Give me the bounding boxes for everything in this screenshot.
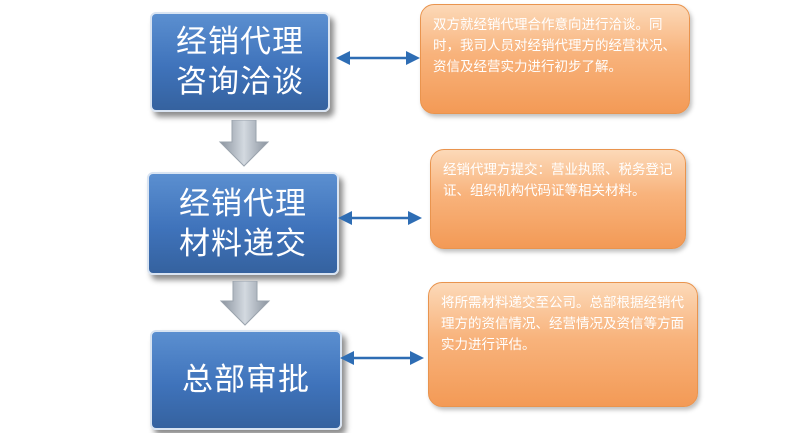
- double-arrow-icon: [336, 51, 420, 65]
- note-consultation: 双方就经销代理合作意向进行洽谈。同时，我司人员对经销代理方的经营状况、资信及经营…: [420, 4, 690, 114]
- step-1-line-2: 咨询洽谈: [176, 64, 304, 100]
- down-arrow-icon: [219, 281, 271, 326]
- step-box-material-submission: 经销代理 材料递交: [147, 172, 339, 275]
- double-arrow-icon: [340, 351, 424, 365]
- step-2-line-2: 材料递交: [179, 225, 307, 262]
- note-approval: 将所需材料递交至公司。总部根据经销代理方的资信情况、经营情况及资信等方面实力进行…: [428, 282, 698, 407]
- double-arrow-icon: [338, 211, 422, 225]
- step-3-line-1: 总部审批: [182, 362, 310, 398]
- step-2-line-1: 经销代理: [179, 185, 307, 222]
- step-1-line-1: 经销代理: [176, 24, 304, 60]
- note-material-submission: 经销代理方提交：营业执照、税务登记证、组织机构代码证等相关材料。: [430, 149, 686, 249]
- note-1-text: 双方就经销代理合作意向进行洽谈。同时，我司人员对经销代理方的经营状况、资信及经营…: [433, 17, 676, 75]
- note-3-text: 将所需材料递交至公司。总部根据经销代理方的资信情况、经营情况及资信等方面实力进行…: [441, 295, 684, 353]
- step-box-consultation: 经销代理 咨询洽谈: [150, 12, 330, 112]
- step-box-approval: 总部审批: [150, 330, 342, 430]
- note-2-text: 经销代理方提交：营业执照、税务登记证、组织机构代码证等相关材料。: [443, 162, 673, 199]
- down-arrow-icon: [218, 120, 270, 167]
